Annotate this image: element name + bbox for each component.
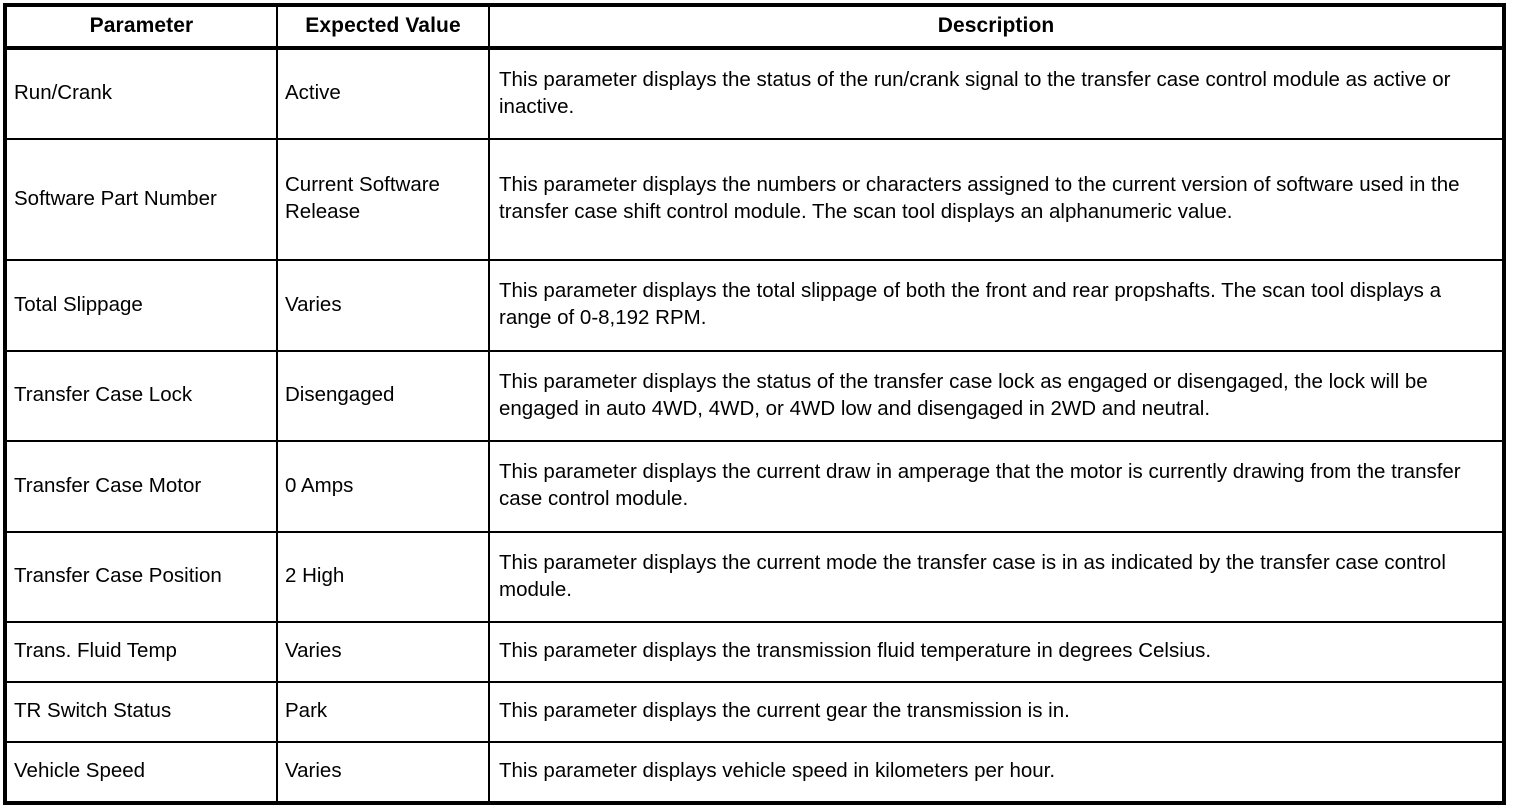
cell-expected-value: Varies — [277, 620, 490, 682]
table-row: Transfer Case Motor 0 Amps This paramete… — [5, 439, 1504, 532]
cell-parameter: Transfer Case Motor — [5, 439, 278, 532]
cell-description: This parameter displays the status of th… — [499, 67, 1451, 118]
document-page: Parameter Expected Value Description Run… — [3, 3, 1506, 805]
table-row: Total Slippage Varies This parameter dis… — [5, 258, 1504, 351]
cell-parameter: Transfer Case Lock — [5, 349, 278, 441]
cell-expected-value: 2 High — [277, 530, 490, 622]
table-body: Run/Crank Active This parameter displays… — [5, 47, 1504, 803]
table-row: Transfer Case Lock Disengaged This param… — [5, 349, 1504, 441]
table-row: Software Part Number Current Software Re… — [5, 137, 1504, 260]
cell-description: This parameter displays the current mode… — [489, 530, 1504, 622]
cell-expected-value: Park — [277, 680, 490, 742]
cell-parameter: Total Slippage — [5, 258, 278, 351]
cell-expected-value: Disengaged — [277, 349, 490, 441]
cell-expected-value: Current Software Release — [277, 137, 490, 260]
scan-tool-parameter-table: Parameter Expected Value Description Run… — [3, 3, 1506, 805]
table-row: Vehicle Speed Varies This parameter disp… — [5, 740, 1504, 803]
cell-description: This parameter displays the current draw… — [489, 439, 1504, 532]
table-row: TR Switch Status Park This parameter dis… — [5, 680, 1504, 742]
cell-description: This parameter displays the status of th… — [489, 349, 1504, 441]
cell-expected-value: Active — [277, 47, 490, 139]
cell-parameter: TR Switch Status — [5, 680, 278, 742]
cell-description: This parameter displays the total slippa… — [489, 258, 1504, 351]
cell-expected-value: Varies — [277, 258, 490, 351]
table-row: Run/Crank Active This parameter displays… — [5, 47, 1504, 139]
column-header-parameter: Parameter — [5, 5, 278, 50]
cell-description: This parameter displays the numbers or c… — [489, 137, 1504, 260]
column-header-expected-value: Expected Value — [277, 5, 490, 50]
cell-description: This parameter displays the transmission… — [489, 620, 1504, 682]
cell-expected-value: 0 Amps — [277, 439, 490, 532]
cell-description: This parameter displays vehicle speed in… — [489, 740, 1504, 803]
cell-parameter: Vehicle Speed — [5, 740, 278, 803]
cell-parameter: Trans. Fluid Temp — [5, 620, 278, 682]
cell-expected-value: Varies — [277, 740, 490, 803]
column-header-description: Description — [489, 5, 1504, 50]
table-header-row: Parameter Expected Value Description — [5, 5, 1504, 50]
cell-parameter: Run/Crank — [5, 47, 278, 139]
cell-description: This parameter displays the current gear… — [489, 680, 1504, 742]
table-header: Parameter Expected Value Description — [5, 5, 1504, 50]
table-row: Transfer Case Position 2 High This param… — [5, 530, 1504, 622]
table-row: Trans. Fluid Temp Varies This parameter … — [5, 620, 1504, 682]
cell-parameter: Software Part Number — [5, 137, 278, 260]
cell-parameter: Transfer Case Position — [5, 530, 278, 622]
